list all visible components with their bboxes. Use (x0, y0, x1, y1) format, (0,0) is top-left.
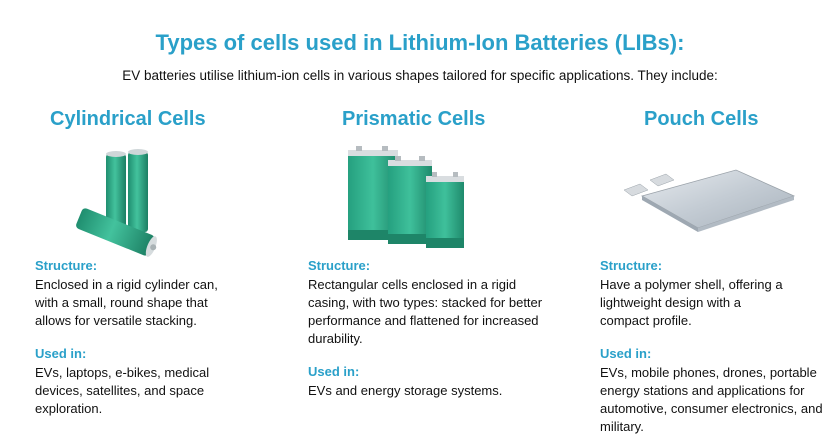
pouch-heading: Pouch Cells (644, 108, 759, 130)
cylindrical-cells-illustration (76, 149, 157, 257)
cylindrical-used-text: EVs, laptops, e-bikes, medical devices, … (35, 365, 210, 416)
prismatic-structure-label: Structure: (308, 258, 371, 273)
pouch-used-label: Used in: (600, 346, 652, 361)
cylindrical-heading: Cylindrical Cells (50, 108, 206, 130)
cylindrical-structure-label: Structure: (35, 258, 98, 273)
prismatic-structure-text: Rectangular cells enclosed in a rigid ca… (308, 277, 543, 346)
pouch-cell-illustration (623, 169, 796, 232)
cylindrical-used-label: Used in: (35, 346, 87, 361)
page-title: Types of cells used in Lithium-Ion Batte… (155, 30, 685, 55)
pouch-used-text: EVs, mobile phones, drones, portable ene… (600, 365, 823, 434)
prismatic-heading: Prismatic Cells (342, 108, 486, 130)
cylindrical-structure-text: Enclosed in a rigid cylinder can, with a… (35, 277, 218, 328)
page-subtitle: EV batteries utilise lithium-ion cells i… (122, 68, 718, 83)
pouch-structure-text: Have a polymer shell, offering a lightwe… (600, 277, 783, 328)
prismatic-cells-illustration (348, 146, 464, 248)
prismatic-used-label: Used in: (308, 364, 360, 379)
prismatic-used-text: EVs and energy storage systems. (308, 383, 503, 398)
pouch-structure-label: Structure: (600, 258, 663, 273)
